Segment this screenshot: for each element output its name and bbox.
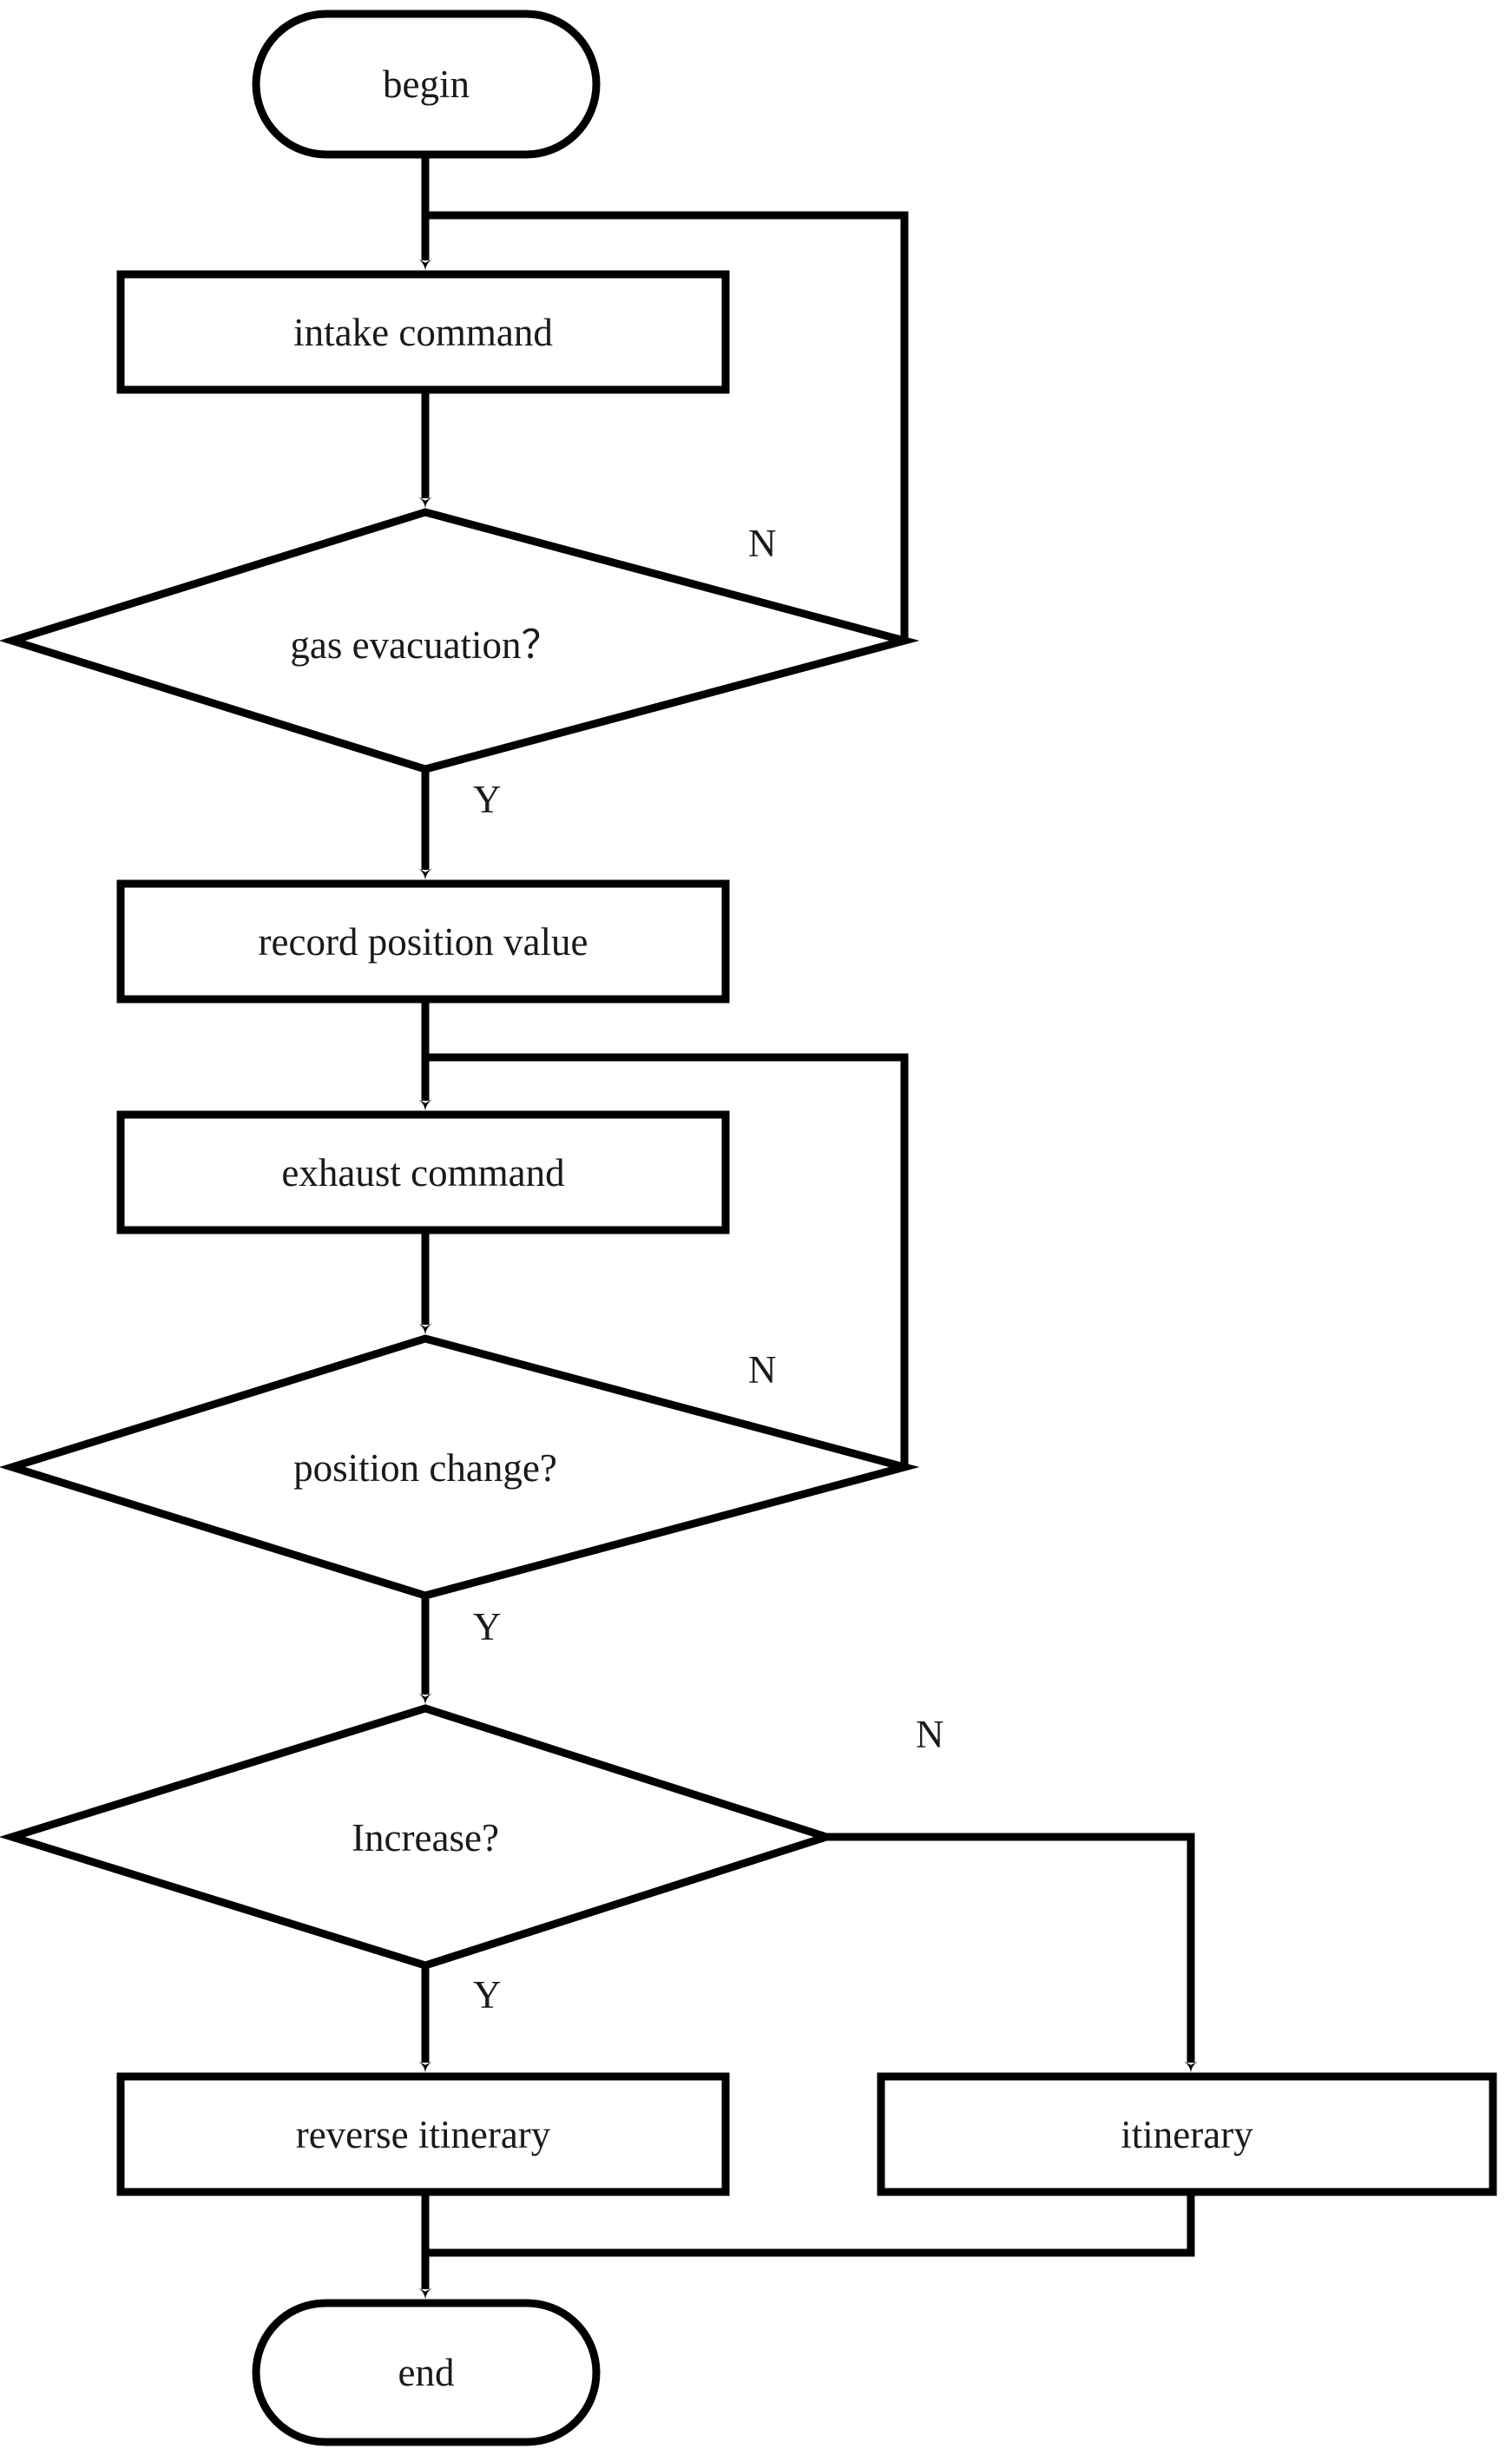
node-end-shape bbox=[252, 2299, 601, 2446]
node-exhaust-command[interactable] bbox=[121, 1115, 726, 1230]
node-intake-command[interactable] bbox=[121, 274, 726, 390]
edge-label-position-change-no: N bbox=[748, 1348, 777, 1392]
node-reverse-itinerary[interactable] bbox=[121, 2077, 726, 2192]
node-increase[interactable] bbox=[165, 1769, 686, 1905]
node-gas-evacuation[interactable] bbox=[165, 573, 686, 708]
node-intake-shape bbox=[116, 270, 730, 394]
node-itinerary[interactable] bbox=[881, 2077, 1493, 2192]
edge-itinerary-end bbox=[425, 2192, 1195, 2257]
edge-gas-intake-n bbox=[425, 211, 909, 641]
edge-increase-itinerary-n bbox=[826, 1833, 1198, 2073]
edge-label-gas-no: N bbox=[748, 522, 777, 565]
edge-label-increase-yes: Y bbox=[473, 1973, 502, 2017]
node-exhaust-shape bbox=[116, 1110, 730, 1234]
edge-label-position-change-yes: Y bbox=[473, 1605, 502, 1649]
node-position-change[interactable] bbox=[165, 1399, 686, 1535]
edge-poschg-exhaust-n bbox=[425, 1053, 909, 1467]
node-record-position-value[interactable] bbox=[121, 884, 726, 999]
edge-label-increase-no: N bbox=[916, 1713, 944, 1756]
node-begin[interactable] bbox=[256, 14, 596, 155]
node-end[interactable] bbox=[256, 2303, 596, 2442]
edge-label-gas-yes: Y bbox=[473, 778, 502, 821]
